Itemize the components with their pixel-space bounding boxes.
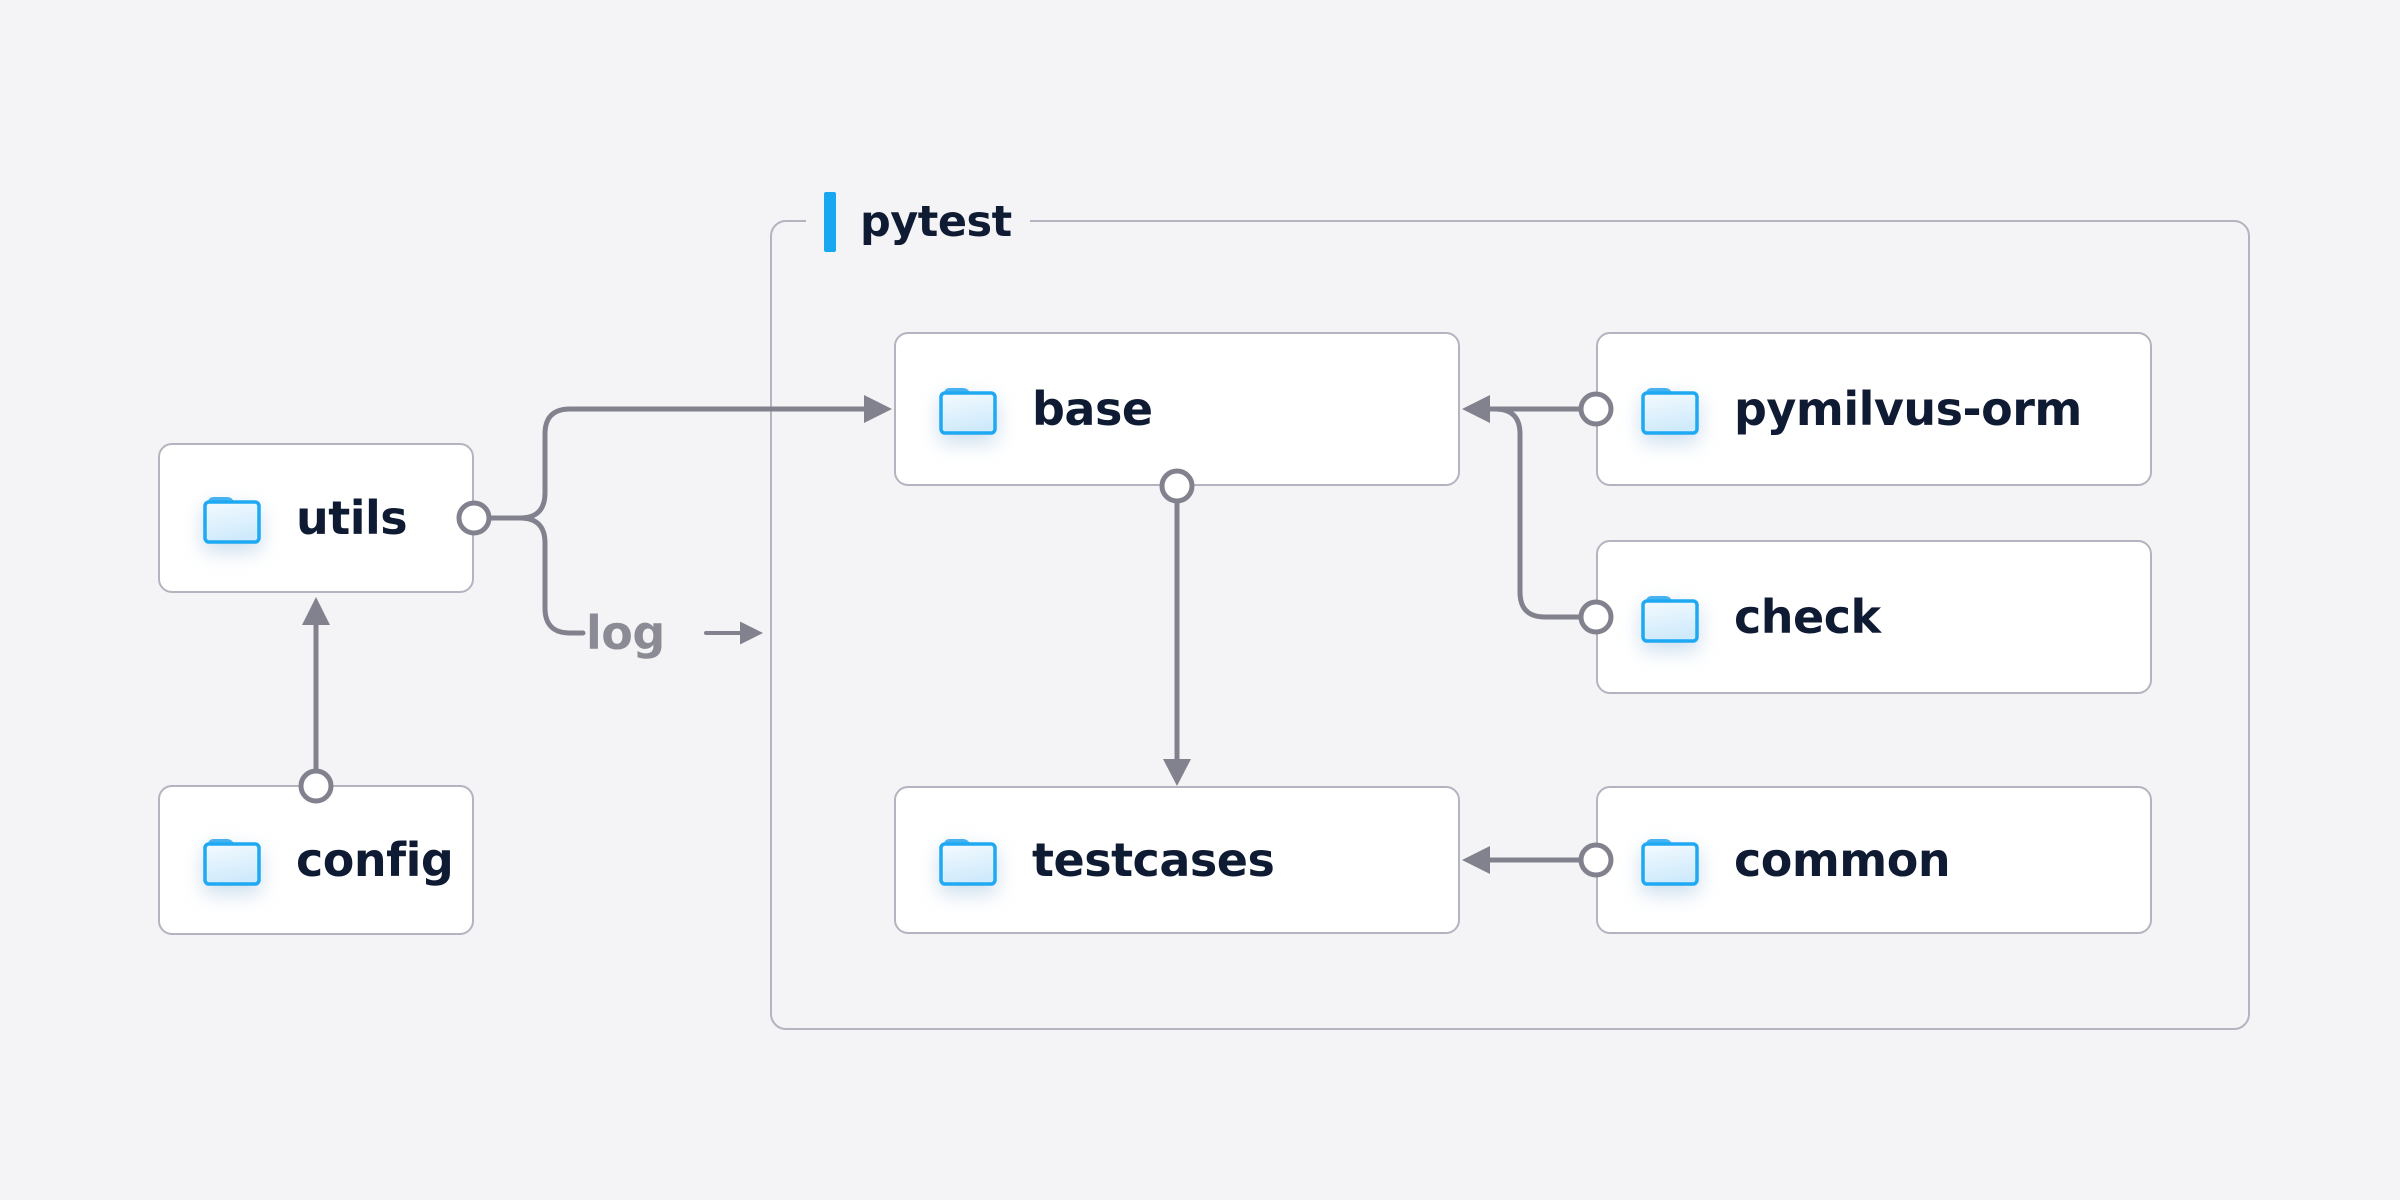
folder-icon — [936, 382, 1000, 436]
folder-icon — [1638, 833, 1702, 887]
node-config: config — [158, 785, 474, 935]
node-label: config — [296, 833, 454, 887]
node-check: check — [1596, 540, 2152, 694]
folder-icon — [200, 833, 264, 887]
node-testcases: testcases — [894, 786, 1460, 934]
edge-config-to-utils — [298, 597, 334, 804]
node-label: common — [1734, 833, 1951, 887]
folder-icon — [200, 491, 264, 545]
node-label: utils — [296, 491, 408, 545]
folder-icon — [1638, 590, 1702, 644]
pytest-group-legend: pytest — [806, 191, 1030, 253]
node-pymilvus-orm: pymilvus-orm — [1596, 332, 2152, 486]
group-title: pytest — [860, 197, 1012, 247]
edge-label-log: log — [586, 606, 665, 660]
folder-icon — [936, 833, 1000, 887]
node-label: testcases — [1032, 833, 1275, 887]
folder-icon — [1638, 382, 1702, 436]
node-base: base — [894, 332, 1460, 486]
node-label: base — [1032, 382, 1153, 436]
node-label: pymilvus-orm — [1734, 382, 2082, 436]
node-utils: utils — [158, 443, 474, 593]
pytest-group-box: pytest — [770, 191, 2250, 1030]
node-label: check — [1734, 590, 1881, 644]
node-common: common — [1596, 786, 2152, 934]
accent-bar — [824, 192, 836, 252]
